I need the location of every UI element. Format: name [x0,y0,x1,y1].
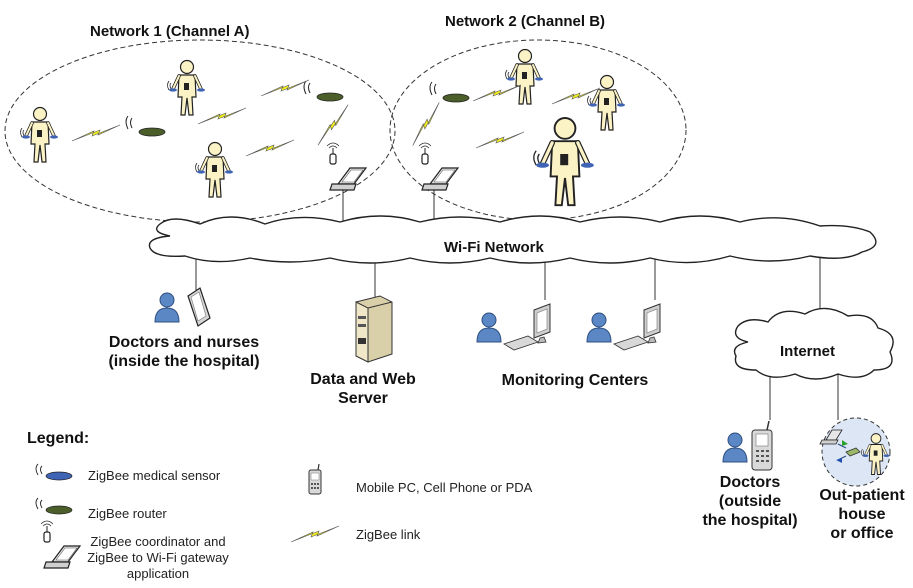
home-gateway-icon [845,447,861,457]
zigbee-link-icon [475,131,525,149]
server-label: Data and Web Server [310,370,416,408]
zigbee-link-icon [197,107,247,125]
laptop-icon [418,142,459,191]
network-1-label: Network 1 (Channel A) [90,23,250,40]
staff-icon [586,312,612,343]
zigbee-link-icon [472,84,522,102]
patient-icon-large [534,118,594,205]
server-line2: Server [338,390,388,407]
doctors-nurses-line1: Doctors and nurses [108,334,260,351]
tablet-icon [187,287,211,327]
network-1-boundary [4,39,396,223]
network-2-label: Network 2 (Channel B) [445,13,606,30]
legend-title: Legend: [27,430,90,447]
doctors-outside-label: Doctors (outside the hospital) [702,473,797,530]
legend-laptop-icon [40,520,81,569]
patient-icon [18,105,60,164]
patient-icon [193,140,235,199]
wifi-network-label: Wi-Fi Network [444,239,544,256]
outpatient-label: Out-patient house or office [819,486,904,543]
legend-coordinator-line1: ZigBee coordinator and [90,534,226,549]
legend-mobile-icon [308,463,322,495]
network-2-boundary [389,39,687,221]
legend-zigbee-link-icon [290,525,340,543]
staff-icon [476,312,502,343]
cellphone-icon [751,420,773,471]
legend-sensor-icon [35,463,73,481]
legend-coordinator-text: ZigBee coordinator and ZigBee to Wi-Fi g… [87,534,229,582]
internet-label: Internet [780,343,836,360]
doctors-out-line3: the hospital) [702,512,798,529]
doctors-out-line2: (outside [718,493,782,510]
router-icon [125,115,166,137]
outpatient-line2: house [838,506,886,523]
legend-sensor-text: ZigBee medical sensor [88,468,221,483]
wifi-network-cloud [148,215,877,264]
server-icon [355,295,393,363]
router-icon [429,81,470,103]
patient-icon [165,58,207,117]
zigbee-link-icon [402,102,450,146]
outpatient-line3: or office [830,525,894,542]
doctors-nurses-line2: (inside the hospital) [108,353,260,370]
doctors-out-line1: Doctors [719,474,781,491]
outpatient-line1: Out-patient [819,487,905,504]
patient-icon [585,73,627,132]
router-icon [303,80,344,102]
legend-router-text: ZigBee router [88,506,167,521]
legend-mobile-text: Mobile PC, Cell Phone or PDA [356,480,533,495]
server-line1: Data and Web [310,371,416,388]
zigbee-link-icon [71,124,121,142]
zigbee-link-icon [260,79,310,97]
home-laptop-icon [819,429,843,445]
legend-router-icon [35,497,73,515]
patient-icon [503,47,545,106]
staff-icon [722,432,748,463]
legend-link-text: ZigBee link [356,527,421,542]
monitor-icon [503,303,551,351]
zigbee-link-icon [308,104,358,146]
staff-icon [154,292,180,323]
internet-cloud [733,307,894,380]
monitoring-centers-label: Monitoring Centers [501,372,649,389]
zigbee-link-icon [245,139,295,157]
monitor-icon [613,303,661,351]
legend-coordinator-line3: application [126,566,190,581]
legend-coordinator-line2: ZigBee to Wi-Fi gateway [87,550,229,565]
doctors-nurses-label: Doctors and nurses (inside the hospital) [108,333,259,371]
